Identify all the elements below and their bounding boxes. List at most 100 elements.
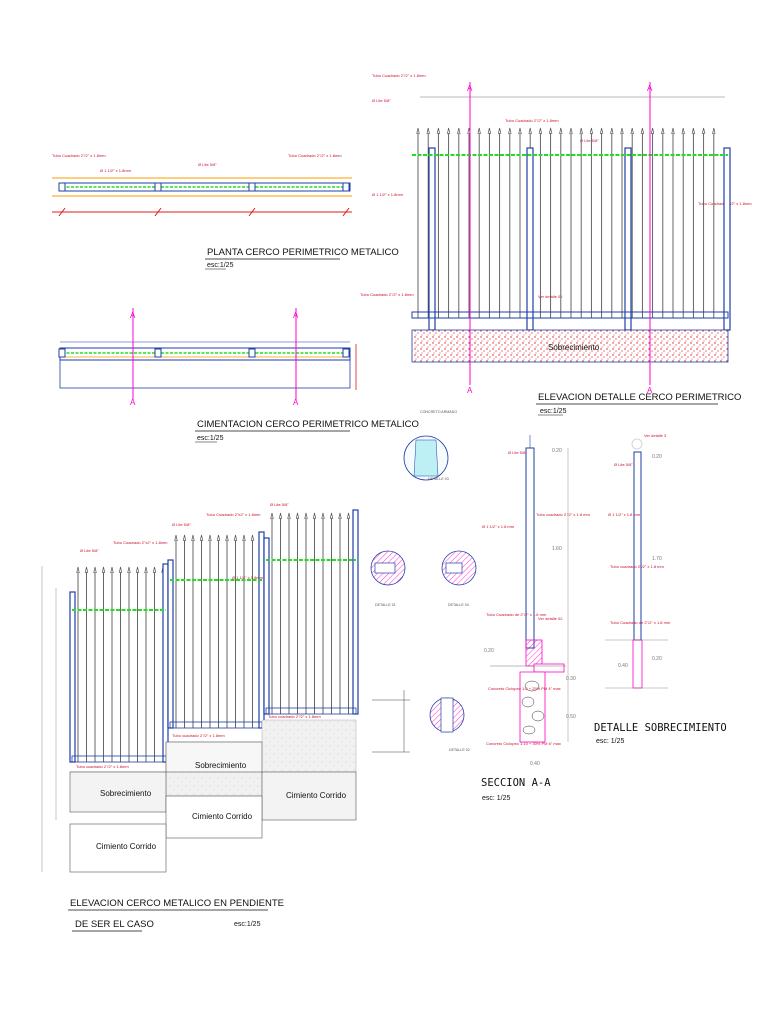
detalle-04: DETALLE 04 — [448, 603, 469, 607]
pend-post-left-2 — [263, 537, 270, 715]
planta-note-mid: Ø Lite 5/8" — [198, 162, 217, 167]
elev-picket-tip-16 — [579, 127, 583, 135]
elev-picket-tip-29 — [712, 127, 716, 135]
elev-picket-tip-22 — [640, 127, 645, 135]
detalle-02: DETALLE 02 — [449, 748, 470, 752]
pend-post-right-2 — [352, 509, 359, 715]
pend-note-lite-3: Ø Lite 5/8" — [270, 502, 289, 507]
elev-picket-tip-1 — [426, 127, 430, 135]
pend-note-rail-3: Tubo cuadrado 2"/2" x 1.8mm — [268, 714, 321, 719]
planta-tick-0 — [58, 207, 66, 217]
pend-picket-tip-1-0 — [174, 534, 178, 542]
pend-picket-tip-0-9 — [152, 566, 157, 574]
sob-note-ver: Ver detalle 3 — [644, 433, 667, 438]
pend-picket-tip-1-4 — [208, 534, 212, 542]
cim-section-mark-3: A — [130, 398, 136, 407]
pend-note-tubo: Tubo Cuadrado 2"x2" x 1.8mm — [113, 540, 168, 545]
sob-dim-2: 1.70 — [652, 556, 662, 562]
sob-note-tubo1: Tubo cuadrado 2"/2" x 1.8 mm — [610, 564, 664, 569]
pend-note-rail-1: Tubo cuadrado 2"/2" x 1.8mm — [76, 764, 129, 769]
elev-picket-tip-15 — [569, 127, 573, 135]
cim-post-3 — [342, 348, 350, 358]
detalle-03: DETALLE 03 — [428, 477, 449, 481]
elev-picket-tip-4 — [457, 127, 461, 135]
pendiente-title-1: ELEVACION CERCO METALICO EN PENDIENTE — [70, 898, 284, 909]
sec-note-ver: Ver detalle 02 — [538, 616, 563, 621]
elev-post-3 — [723, 147, 731, 331]
pend-picket-tip-0-5 — [118, 566, 123, 574]
sec-dim-6: 0.40 — [530, 761, 540, 767]
planta-note-left: Tubo Cuadrado 2"/2" x 1.8mm — [52, 153, 106, 158]
sob-note-lite: Ø Lite 5/8" — [614, 462, 633, 467]
pend-picket-tip-1-5 — [216, 534, 221, 542]
pend-picket-tip-1-8 — [242, 534, 246, 542]
elev-picket-tip-13 — [548, 127, 553, 135]
elev-picket-tip-8 — [497, 127, 502, 135]
pend-picket-tip-2-6 — [321, 512, 325, 520]
cim-section-mark-4: A — [293, 398, 299, 407]
elev-picket-tip-9 — [508, 127, 512, 135]
pend-picket-tip-2-5 — [312, 512, 317, 520]
sec-note-tubo1: Tubo cuadrado 2"/2" x 1.8 mm — [536, 512, 590, 517]
pendiente-pickets — [69, 509, 359, 763]
pend-note-lite: Ø Lite 5/8" — [80, 548, 99, 553]
planta-post-0 — [58, 182, 66, 192]
cimentacion-title: CIMENTACION CERCO PERIMETRICO METALICO — [197, 419, 419, 430]
pend-sobre-1: Sobrecimiento — [100, 789, 152, 798]
sec-dim-4: 0.30 — [566, 676, 576, 682]
pend-picket-tip-2-8 — [338, 512, 342, 520]
elevacion-pickets — [416, 127, 731, 331]
pend-picket-tip-1-6 — [225, 534, 229, 542]
pend-picket-tip-0-6 — [127, 566, 131, 574]
pendiente-view: Sobrecimiento Sobrecimiento Cimiento Cor… — [41, 502, 359, 932]
sec-note-conc1: Concreto Ciclopeo 1:8 + 25% PM 4" max — [488, 686, 561, 691]
planta-view: Tubo Cuadrado 2"/2" x 1.8mm Tubo Cuadrad… — [52, 153, 399, 270]
sob-note-tubo2: Tubo Cuadrado de 2"/2" x 1.8 mm — [610, 620, 671, 625]
pend-picket-tip-1-9 — [250, 534, 255, 542]
pend-note-rail-2: Tubo cuadrado 2"/2" x 1.8mm — [172, 733, 225, 738]
sec-note-pipe: Ø 1 1/2" x 1.8 mm — [482, 524, 515, 529]
pend-picket-tip-0-0 — [76, 566, 80, 574]
seccion-view: Ø Lite 5/8" Ø 1 1/2" x 1.8 mm Tubo cuadr… — [481, 435, 590, 802]
sec-note-lite: Ø Lite 5/8" — [508, 450, 527, 455]
elev-picket-tip-21 — [630, 127, 634, 135]
elev-section-mark-1: A — [467, 84, 473, 93]
pend-picket-tip-0-7 — [135, 566, 140, 574]
pendiente-scale: esc:1/25 — [234, 921, 261, 928]
pend-cim-2: Cimiento Corrido — [192, 812, 253, 821]
sec-dim-1: 0.20 — [552, 448, 562, 454]
planta-scale: esc:1/25 — [207, 262, 234, 269]
elevacion-detalle-title: ELEVACION DETALLE CERCO PERIMETRICO — [538, 392, 741, 403]
elev-picket-tip-20 — [620, 127, 624, 135]
sob-note-pipe: Ø 1 1/2" x 1.8 mm — [608, 512, 641, 517]
elevacion-detalle-view: Tubo Cuadrado 2"/2" x 1.8mm Ø Lite 5/8" … — [360, 73, 752, 416]
pend-picket-tip-2-3 — [295, 512, 300, 520]
pend-cim-1: Cimiento Corrido — [286, 791, 347, 800]
elev-post-2 — [624, 147, 632, 331]
elev-note-lite-2: Ø Lite 5/8" — [580, 138, 599, 143]
planta-tick-1 — [154, 207, 162, 217]
pend-post-right-1 — [258, 531, 265, 729]
sec-dim-2: 1.60 — [552, 546, 562, 552]
elev-picket-tip-18 — [599, 127, 604, 135]
sec-dim-5: 0.50 — [566, 714, 576, 720]
pend-picket-tip-2-2 — [287, 512, 291, 520]
elev-picket-tip-6 — [477, 127, 481, 135]
sob-dim-1: 0.20 — [652, 454, 662, 460]
cimentacion-scale: esc:1/25 — [197, 435, 224, 442]
pend-picket-tip-0-2 — [93, 566, 97, 574]
elevacion-detalle-scale: esc:1/25 — [540, 408, 567, 415]
elev-note-top: Tubo Cuadrado 2"/2" x 1.8mm — [372, 73, 426, 78]
planta-post-3 — [342, 182, 350, 192]
elev-note-rail: Tubo Cuadrado 2"/2" x 1.8mm — [505, 118, 559, 123]
pend-picket-tip-2-7 — [329, 512, 334, 520]
pend-note-lite-2: Ø Lite 5/8" — [172, 522, 191, 527]
pendiente-title-2: DE SER EL CASO — [75, 919, 154, 930]
elev-section-mark-3: A — [467, 386, 473, 395]
planta-note-right: Tubo Cuadrado 2"/2" x 1.8mm — [288, 153, 342, 158]
elev-picket-tip-11 — [528, 127, 532, 135]
elev-picket-tip-10 — [518, 127, 522, 135]
sec-dim-3: 0.20 — [484, 648, 494, 654]
pend-picket-tip-1-3 — [199, 534, 204, 542]
